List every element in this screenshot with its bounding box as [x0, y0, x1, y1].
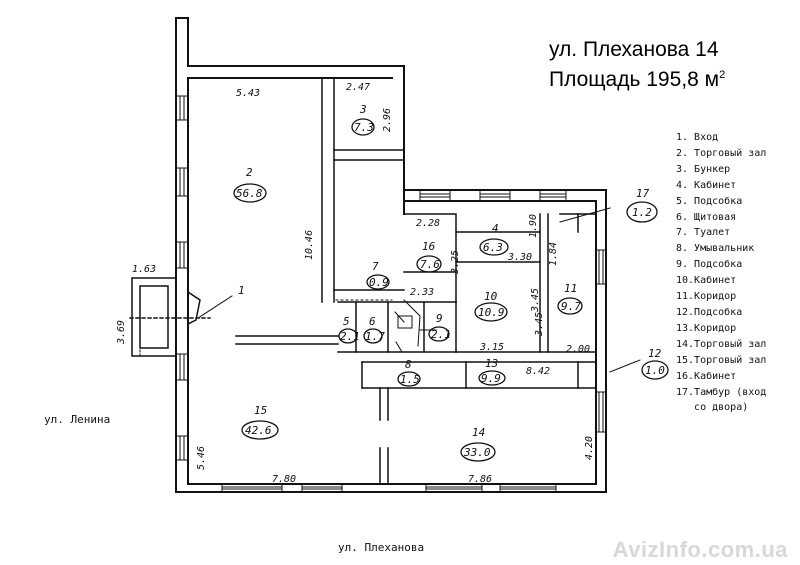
room-15-area: 42.6 [245, 424, 272, 437]
legend-item: 15.Торговый зал [676, 354, 767, 366]
legend-item: 11.Коридор [676, 291, 737, 303]
entrance-porch [129, 277, 211, 357]
room-13-number: 13 [485, 357, 498, 370]
dim-2-47: 2.47 [346, 82, 370, 93]
room-6-area: 1.7 [365, 330, 385, 343]
street-label-lenina: ул. Ленина [44, 413, 111, 426]
dim-10-46: 10.46 [304, 230, 315, 260]
room-15-number: 15 [254, 404, 267, 417]
room-6-number: 6 [369, 315, 376, 328]
room-numbers: 1 2 3 4 5 6 7 8 9 10 11 12 13 14 15 16 1… [238, 103, 662, 439]
dim-5-43: 5.43 [236, 88, 260, 99]
wash-basin [397, 315, 413, 329]
area-title: Площадь 195,8 м2 [549, 68, 725, 92]
room-1-number: 1 [238, 284, 245, 297]
legend-item: 2. Торговый зал [676, 147, 767, 159]
legend-item: 12.Подсобка [676, 306, 743, 318]
room-10-number: 10 [484, 290, 498, 303]
dim-1-84: 1.84 [548, 242, 559, 266]
room-areas: 56.8 7.3 6.3 2.1 1.7 0.9 1.5 2.1 10.9 9.… [236, 121, 665, 459]
legend-item: 7. Туалет [676, 227, 731, 239]
legend-item: со двора) [676, 402, 749, 414]
dim-1-90: 1.90 [528, 214, 539, 238]
room-16-area: 7.6 [420, 258, 440, 271]
room-8-number: 8 [405, 358, 412, 371]
room-3-number: 3 [359, 103, 367, 116]
address-title: ул. Плеханова 14 [549, 38, 719, 61]
legend-item: 10.Кабинет [676, 275, 737, 287]
legend-item: 5. Подсобка [676, 195, 743, 207]
dim-3-30: 3.30 [507, 252, 532, 263]
legend-item: 1. Вход [676, 132, 719, 143]
room-17-area: 1.2 [632, 206, 652, 219]
legend-item: 17.Тамбур (вход [676, 386, 767, 398]
watermark: AvizInfo.com.ua [612, 537, 788, 562]
area-title-unit-sup: 2 [719, 69, 726, 81]
dim-7-86: 7.86 [468, 474, 492, 485]
room-legend: 1. Вход 2. Торговый зал 3. Бункер 4. Каб… [676, 130, 766, 416]
room-14-number: 14 [472, 426, 485, 439]
dim-2-33: 2.33 [410, 287, 434, 298]
dim-5-46: 5.46 [196, 446, 207, 470]
room-14-area: 33.0 [463, 446, 491, 459]
dim-2-28: 2.28 [416, 218, 440, 229]
street-label-plekhanova: ул. Плеханова [338, 541, 425, 554]
dimension-labels: 5.43 2.47 2.96 10.46 1.63 3.69 2.33 2.28… [116, 82, 595, 485]
room-12-area: 1.0 [645, 364, 665, 377]
dim-7-80: 7.80 [272, 474, 296, 485]
room-13-area: 9.9 [481, 372, 501, 385]
room-8-area: 1.5 [400, 373, 420, 386]
dim-3-45: 3.45 [530, 288, 541, 313]
room-3-area: 7.3 [354, 121, 374, 134]
legend-item: 16.Кабинет [676, 370, 737, 382]
room-2-area: 56.8 [236, 187, 263, 200]
room-10-area: 10.9 [478, 306, 505, 319]
interior-walls [235, 77, 597, 485]
room-11-number: 11 [564, 282, 577, 295]
dim-2-00: 2.00 [566, 344, 590, 355]
legend-item: 3. Бункер [676, 163, 731, 175]
room-4-area: 6.3 [483, 241, 503, 254]
legend-item: 6. Щитовая [676, 211, 737, 223]
legend-item: 14.Торговый зал [676, 338, 767, 350]
windows [175, 95, 607, 493]
dim-3-45-b: 3.45 [534, 312, 545, 337]
room-9-area: 2.1 [431, 328, 451, 341]
dim-2-96: 2.96 [382, 108, 393, 132]
legend-item: 4. Кабинет [676, 179, 737, 191]
dim-8-42: 8.42 [526, 366, 550, 377]
legend-item: 9. Подсобка [676, 259, 743, 271]
room-12-number: 12 [648, 347, 662, 360]
room-16-number: 16 [422, 240, 436, 253]
dim-3-69: 3.69 [116, 320, 127, 345]
room-5-number: 5 [343, 315, 350, 328]
room-5-area: 2.1 [340, 330, 360, 343]
area-ellipses [233, 118, 669, 462]
room-2-number: 2 [246, 166, 253, 179]
room-17-number: 17 [636, 187, 650, 200]
dim-3-15: 3.15 [479, 342, 504, 353]
room-7-area: 0.9 [369, 276, 389, 289]
legend-item: 8. Умывальник [676, 243, 755, 255]
room-7-number: 7 [372, 260, 379, 273]
room-9-number: 9 [436, 312, 443, 325]
outer-walls [175, 17, 607, 493]
legend-item: 13.Коридор [676, 322, 737, 334]
dim-1-63: 1.63 [132, 264, 156, 275]
dim-3-25: 3.25 [450, 250, 461, 275]
room-11-area: 9.7 [561, 300, 581, 313]
area-title-text: Площадь 195,8 м [549, 68, 720, 91]
leader-lines [139, 207, 641, 373]
room-4-number: 4 [492, 222, 499, 235]
dim-4-20: 4.20 [584, 436, 595, 460]
